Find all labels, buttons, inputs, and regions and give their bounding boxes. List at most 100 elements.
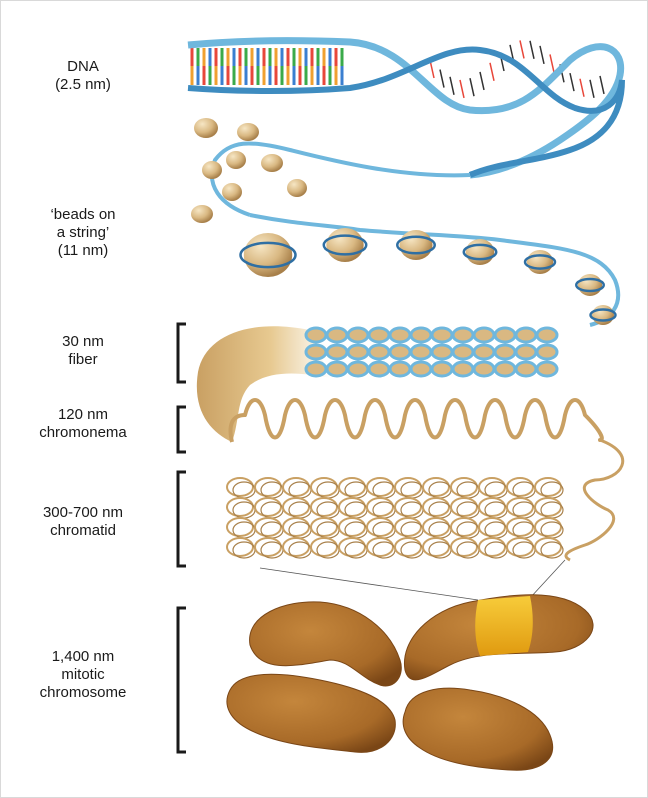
dna-base [529, 40, 535, 59]
fiber-coil [367, 326, 391, 344]
chromatid-coil [450, 477, 478, 497]
fiber-coil [304, 343, 328, 361]
fiber-coil [430, 343, 454, 361]
chromatid-coil [478, 537, 506, 557]
chromatid-coil [540, 541, 564, 559]
chromatid-coil [422, 497, 450, 517]
chromatid-coil [478, 517, 506, 537]
zoom-line-right [529, 559, 566, 599]
fiber-coil [346, 343, 370, 361]
nucleosome [526, 250, 554, 274]
chromatid-coil [394, 497, 422, 517]
chromatid-coil [226, 537, 254, 557]
nucleosome [399, 230, 433, 260]
nucleosome-dna-wrap [575, 277, 605, 293]
chromatid-coil [478, 477, 506, 497]
chromatid-coil [506, 517, 534, 537]
nucleosome [592, 305, 614, 325]
histone-bead [202, 161, 222, 179]
fiber-coil [325, 343, 349, 361]
dna-base [569, 72, 575, 92]
fiber-coil [409, 343, 433, 361]
nucleosome [243, 233, 293, 277]
histone-bead [191, 205, 213, 223]
chromonema-loops [243, 398, 604, 442]
fiber-coil [535, 343, 559, 361]
chromonema-120nm [228, 398, 604, 443]
fiber-nucleosome-coils [304, 326, 559, 378]
label-120nm-chromonema: 120 nm chromonema [39, 406, 127, 441]
histone-bead [226, 151, 246, 169]
fiber-coil [409, 326, 433, 344]
chromatid-coil [506, 537, 534, 557]
chromosome-highlight-band [475, 596, 533, 656]
fiber-coil [430, 360, 454, 378]
chromatid-coil [422, 517, 450, 537]
fiber-coil [367, 360, 391, 378]
zoom-line-left [259, 567, 479, 601]
chromatid-coil [450, 537, 478, 557]
dna-base [549, 54, 555, 73]
nucleosome-dna-wrap [589, 308, 617, 322]
free-histone-cluster [191, 118, 307, 223]
nucleosome-dna-wrap [523, 254, 557, 270]
chromatid-coil [254, 537, 282, 557]
chromatid-coil [422, 477, 450, 497]
nucleosome-dna-wrap [239, 241, 297, 269]
chromatid-coil [338, 477, 366, 497]
fiber-coil [346, 326, 370, 344]
chromatid-coil [366, 517, 394, 537]
linker-dna-lower [249, 213, 621, 327]
chromatid-coil [282, 477, 310, 497]
chromatid-coil [310, 517, 338, 537]
chromatid-coil [226, 477, 254, 497]
chromatid-coil [338, 497, 366, 517]
histone-bead [237, 123, 259, 141]
chromatid-coil [282, 517, 310, 537]
dna-base [599, 75, 605, 95]
dna-base [449, 76, 455, 95]
chromatid-connector-loop [564, 438, 625, 562]
nucleosome-dna-wrap [322, 234, 368, 256]
chromatid-coil [506, 497, 534, 517]
chromatid-coil [254, 477, 282, 497]
fiber-coil [346, 360, 370, 378]
mitotic-chromosome [226, 594, 594, 771]
chromatid-coil [310, 537, 338, 557]
histone-bead [287, 179, 307, 197]
chromatid-300-700nm [226, 438, 625, 562]
scale-brackets [176, 322, 186, 754]
chromatid-coil [534, 497, 562, 517]
chromatid-coil [422, 537, 450, 557]
histone-bead [194, 118, 218, 138]
dna-double-helix [187, 37, 625, 179]
label-beads-on-a-string: ‘beads on a string’ (11 nm) [50, 206, 116, 259]
histone-bead [261, 154, 283, 172]
linker-dna-upper [209, 141, 471, 217]
chromatid-coil [226, 517, 254, 537]
chromatid-coil [366, 497, 394, 517]
chromatid-coil [534, 537, 562, 557]
chromatid-coil [394, 477, 422, 497]
fiber-coil [472, 343, 496, 361]
chromatid-coil [226, 497, 254, 517]
fiber-30nm [196, 326, 559, 442]
dna-base [489, 62, 495, 81]
chromatid-coil [534, 517, 562, 537]
chromatid-coil [282, 537, 310, 557]
fiber-coil [493, 360, 517, 378]
fiber-coil [367, 343, 391, 361]
dna-base [459, 79, 465, 99]
dna-base [579, 78, 585, 97]
histone-bead [222, 183, 242, 201]
fiber-coil [451, 343, 475, 361]
label-dna: DNA (2.5 nm) [55, 58, 111, 93]
bracket-chromonema [176, 405, 186, 454]
chromosome-arm-upper-left [249, 601, 402, 687]
chromatid-coil [450, 517, 478, 537]
dna-base-pairs [190, 40, 605, 99]
nucleosome [326, 228, 364, 262]
bracket-chromatid [176, 470, 186, 568]
dna-base [539, 45, 545, 65]
